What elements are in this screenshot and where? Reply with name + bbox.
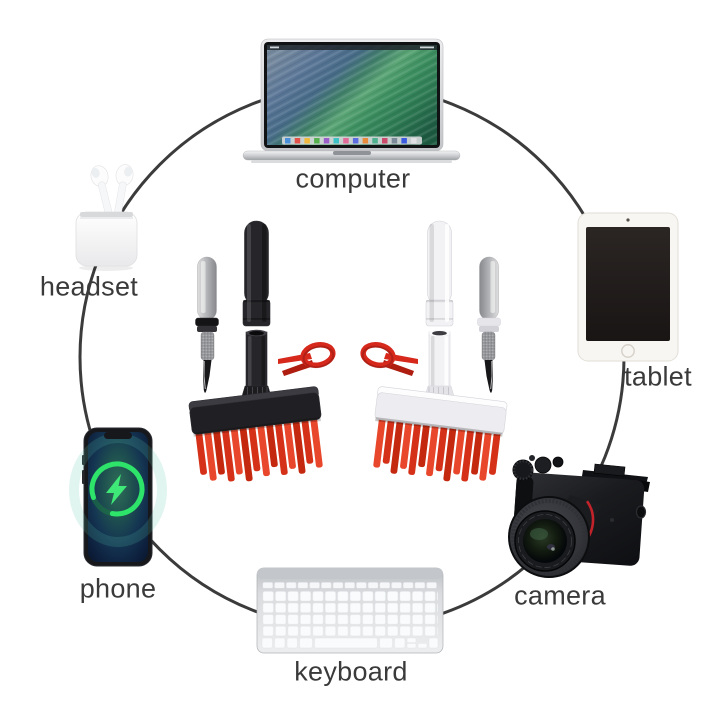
cleaning-kit-black	[189, 221, 336, 487]
label-keyboard: keyboard	[294, 656, 408, 687]
lightning-bolt-icon	[106, 474, 127, 505]
keyboard-bottom-row	[261, 637, 439, 649]
macbook-laptop-icon	[242, 38, 461, 163]
tablet-screen	[586, 227, 670, 341]
phone-screen	[88, 432, 148, 562]
keyboard-function-row	[262, 582, 438, 589]
spacebar-key	[314, 637, 378, 649]
airpods-with-case-icon	[75, 164, 138, 271]
label-tablet: tablet	[624, 361, 692, 392]
mirrorless-camera-icon	[508, 455, 650, 578]
charging-ring	[89, 461, 145, 517]
tablet-camera-dot	[626, 218, 630, 222]
label-camera: camera	[514, 580, 606, 611]
label-headset: headset	[39, 271, 139, 302]
tablet-home-button	[621, 344, 635, 358]
label-computer: computer	[295, 163, 411, 194]
laptop-dock	[282, 136, 422, 145]
tablet-icon	[577, 212, 679, 362]
cleaning-kit-white	[361, 221, 508, 487]
phone-notch	[104, 432, 132, 439]
camera-mode-dial	[512, 459, 534, 481]
airpods-case	[75, 211, 138, 267]
camera-hot-shoe	[593, 463, 626, 477]
camera-lens	[508, 496, 590, 578]
smartphone-charging-icon	[69, 427, 167, 567]
wireless-keyboard-icon	[256, 567, 444, 654]
keyboard-key-rows	[262, 590, 438, 637]
camera-strap-lug	[635, 505, 647, 519]
label-phone: phone	[79, 573, 157, 604]
